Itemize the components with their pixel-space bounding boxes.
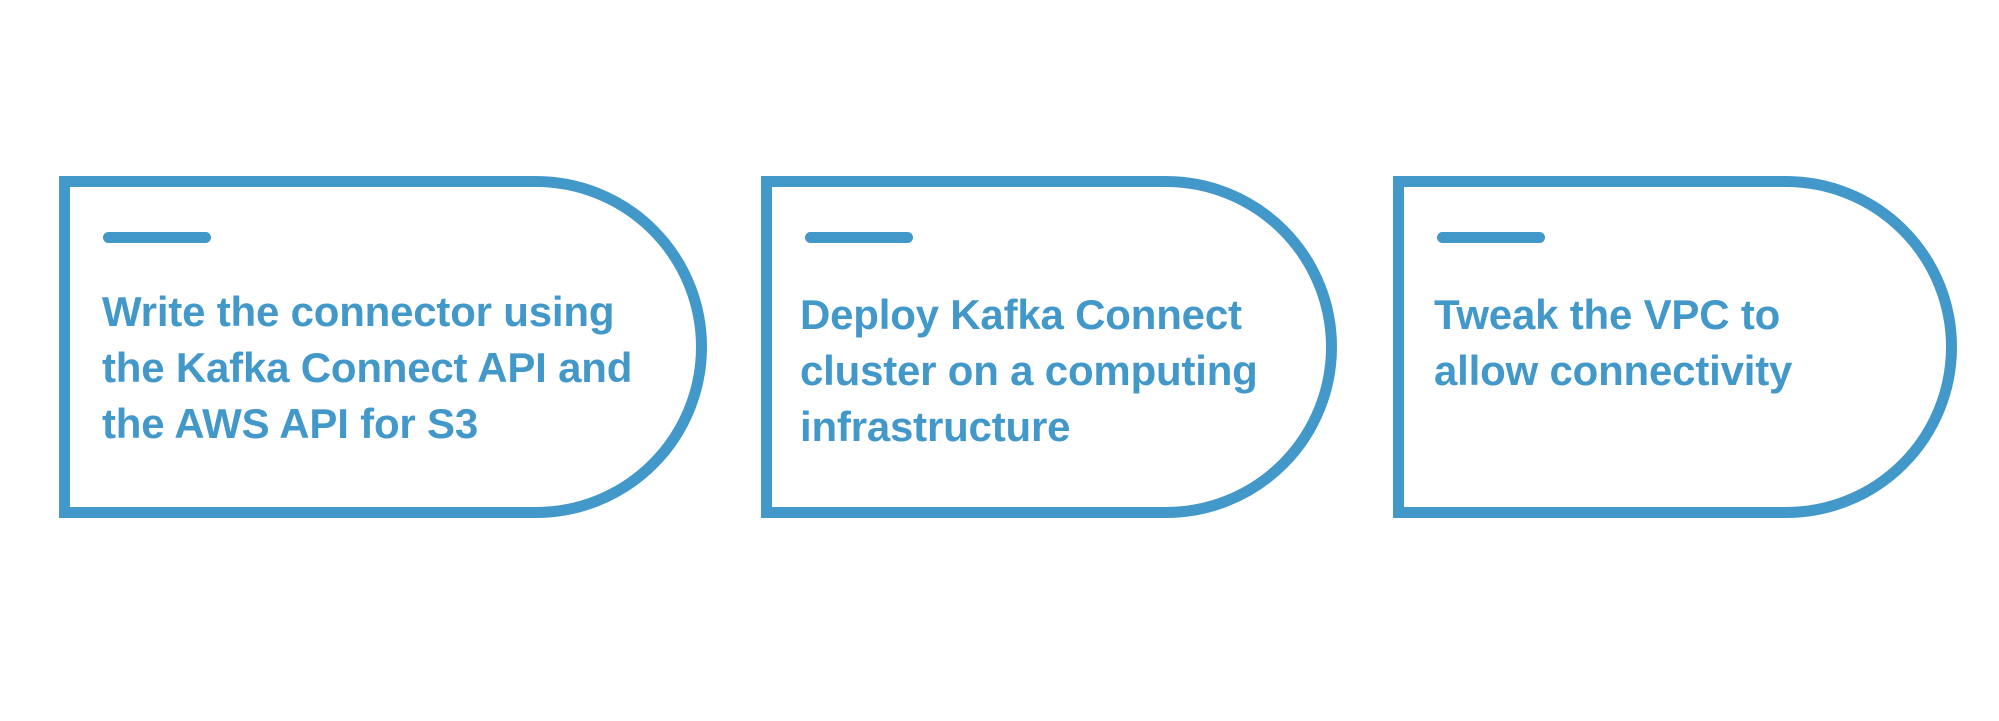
step-text: Tweak the VPC to allow connectivity bbox=[1434, 291, 1793, 394]
step-card-3: Tweak the VPC to allow connectivity bbox=[1393, 176, 1957, 518]
step-card-1: Write the connector using the Kafka Conn… bbox=[59, 176, 707, 518]
step-accent-bar bbox=[1437, 232, 1545, 243]
step-text: Deploy Kafka Connect cluster on a comput… bbox=[800, 291, 1258, 450]
step-card-2: Deploy Kafka Connect cluster on a comput… bbox=[761, 176, 1337, 518]
step-accent-bar bbox=[103, 232, 211, 243]
step-accent-bar bbox=[805, 232, 913, 243]
step-text: Write the connector using the Kafka Conn… bbox=[102, 288, 633, 447]
